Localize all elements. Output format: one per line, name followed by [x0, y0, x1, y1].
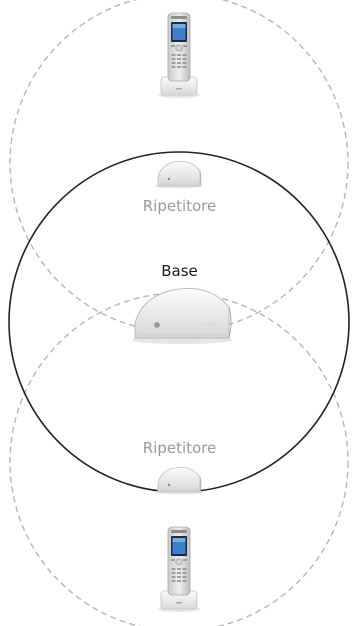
repeater-top-label: Ripetitore: [142, 197, 217, 215]
handset-top-icon: [157, 12, 201, 99]
repeater-bottom-coverage-range: [9, 292, 349, 626]
base-label: Base: [161, 262, 198, 280]
repeater-bottom-icon: [154, 466, 204, 495]
repeater-bottom-label: Ripetitore: [142, 439, 217, 457]
repeater-top-icon: [154, 160, 204, 189]
handset-bottom-icon: [157, 526, 201, 613]
